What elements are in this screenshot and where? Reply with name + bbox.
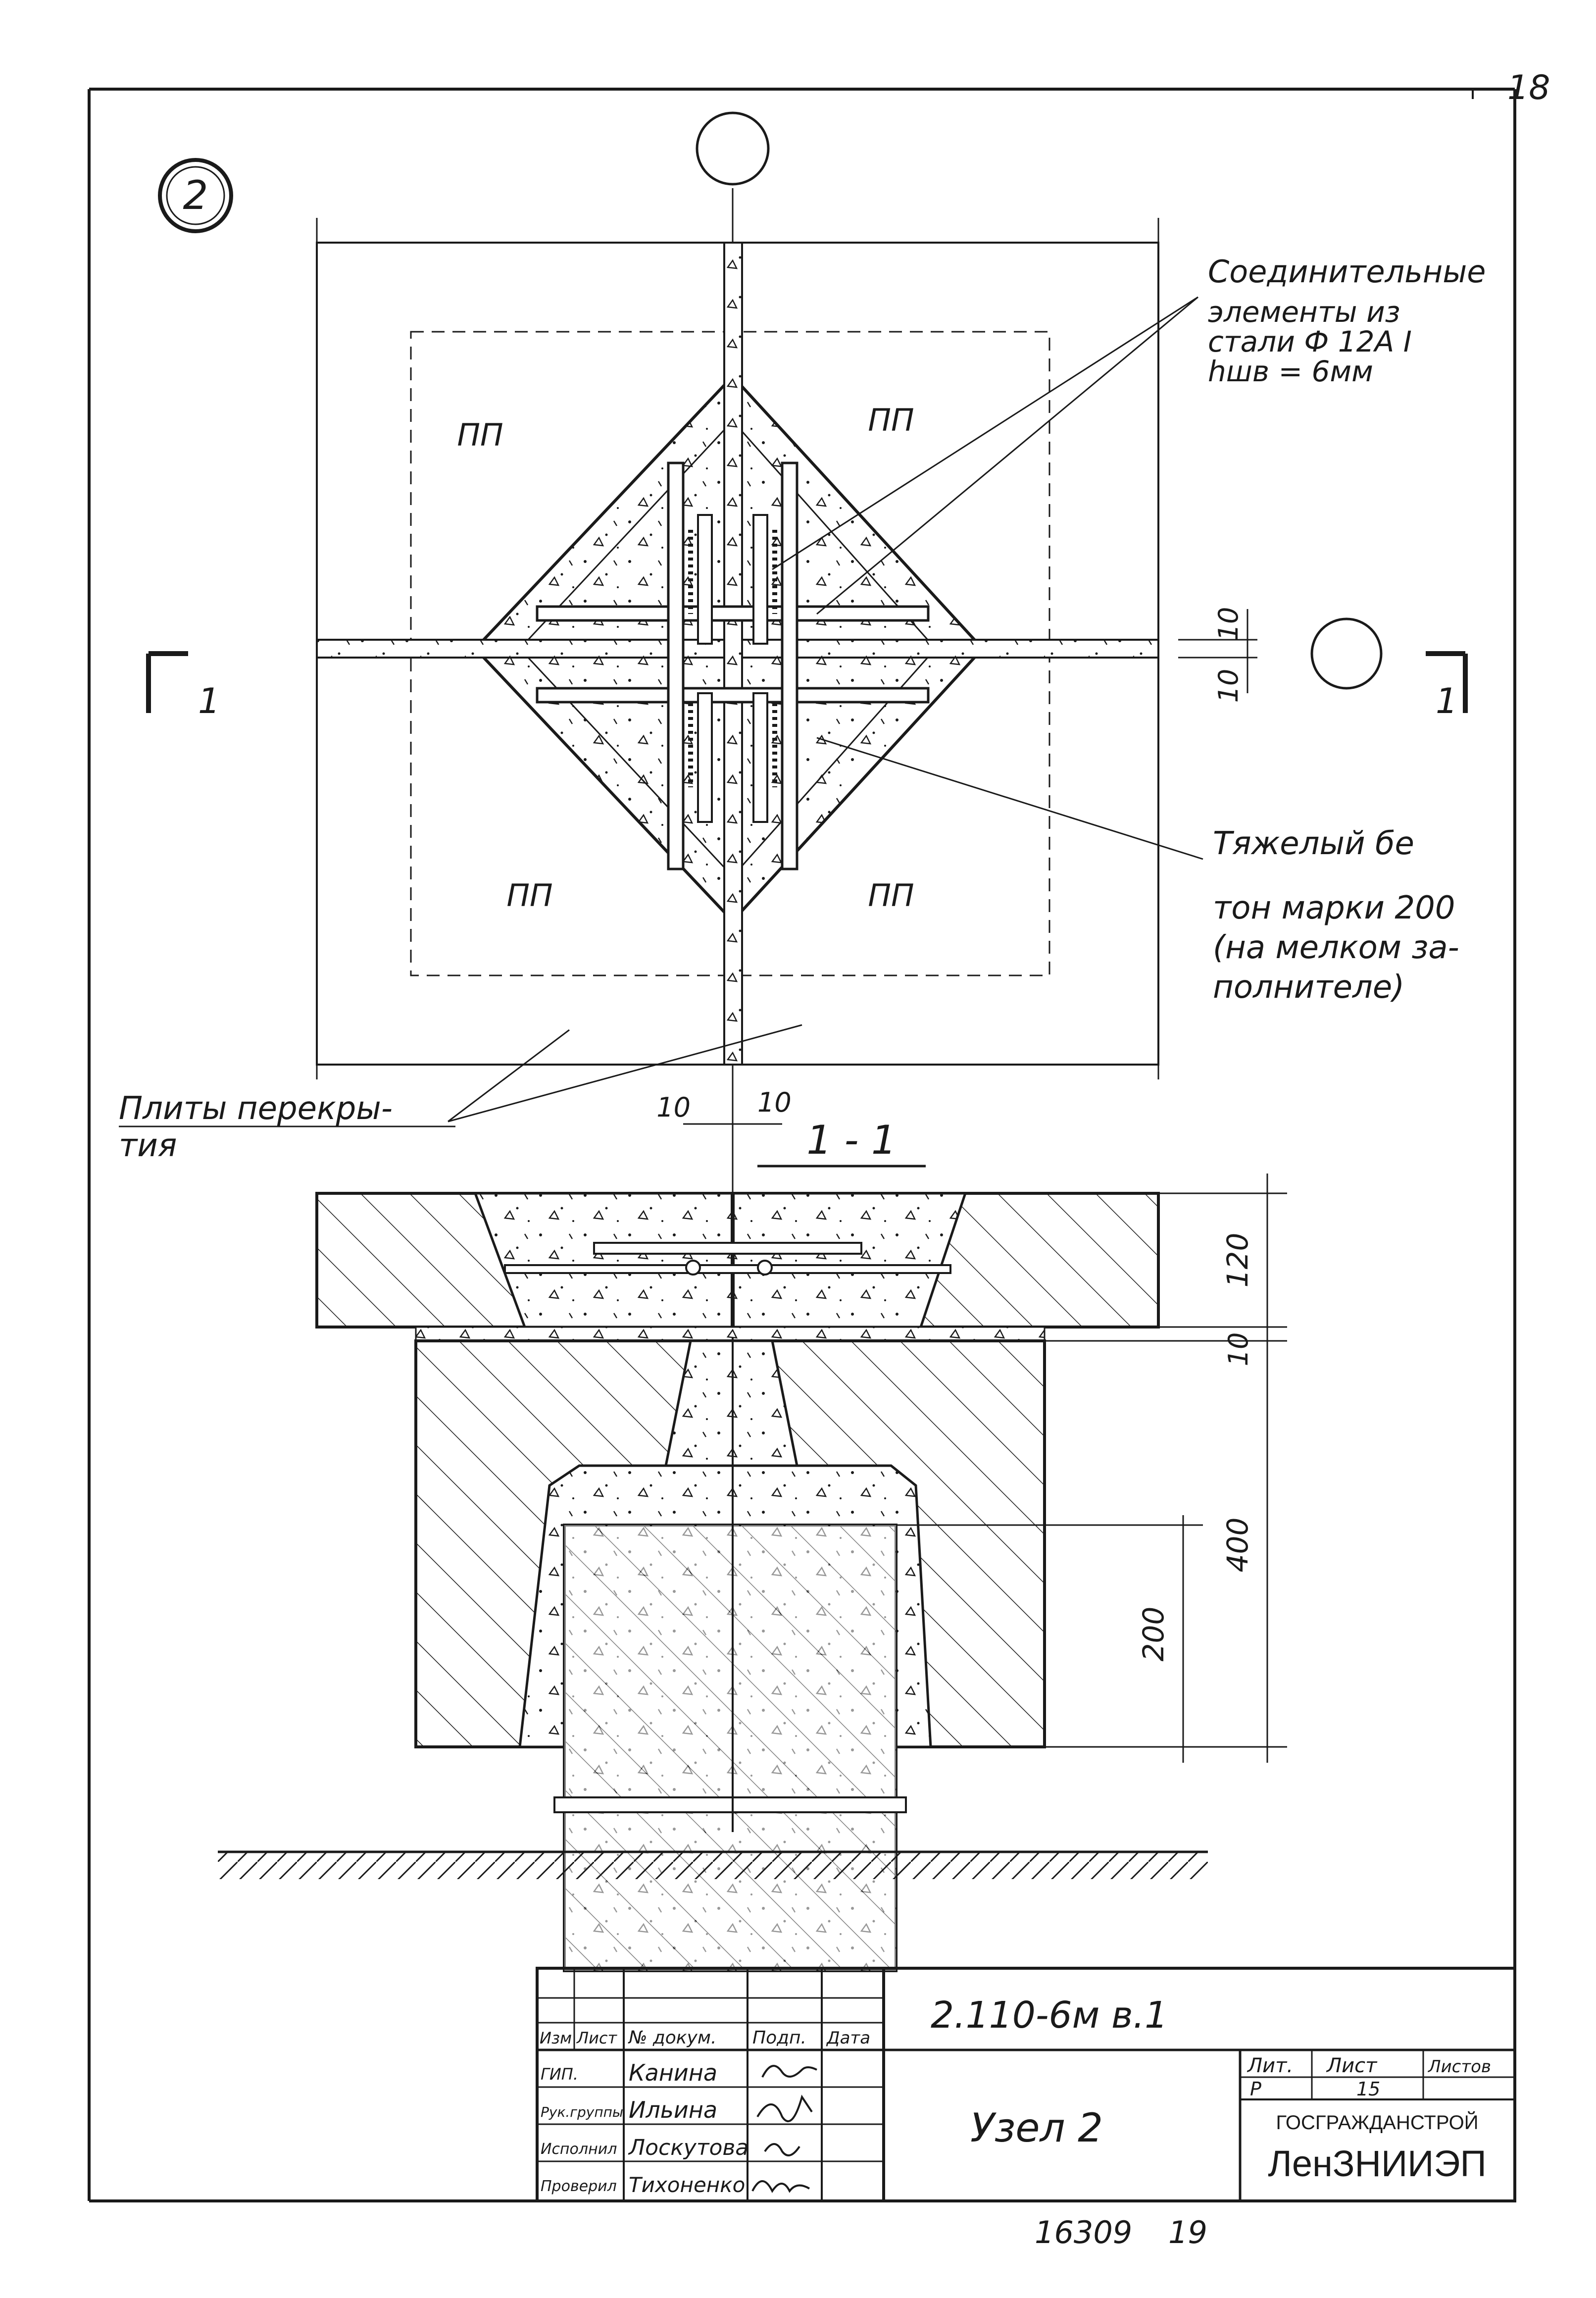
- plan-view: ПП ПП ПП ПП 1 1 10 10 10 10 Соеди: [119, 111, 1486, 1909]
- dim-gap: 10: [1223, 1332, 1254, 1367]
- doc-code: 2.110-6м в.1: [931, 1994, 1168, 2037]
- section-view: 1 - 1 120: [218, 1117, 1287, 1972]
- connector-bar-section: [504, 1264, 951, 1274]
- name-gip: Канина: [629, 2059, 717, 2086]
- dim-cap: 400: [1221, 1518, 1254, 1573]
- axis-bubble-right: [1310, 617, 1383, 690]
- role-group-lead: Рук.группы: [541, 2104, 623, 2120]
- concrete-label-line1: Тяжелый бе: [1213, 825, 1414, 862]
- svg-text:1: 1: [1436, 681, 1458, 721]
- joint-concrete-section: [473, 1192, 967, 1328]
- role-gip: ГИП.: [541, 2065, 578, 2084]
- slabs-label-line1: Плиты перекры-: [119, 1090, 393, 1127]
- page-number: 18: [1507, 68, 1550, 107]
- col-sheets: Листов: [1427, 2057, 1491, 2077]
- header-list: Лист: [576, 2029, 617, 2047]
- col-lit: Лит.: [1247, 2054, 1293, 2077]
- slabs-label-line2: тия: [119, 1127, 177, 1164]
- title-block: Изм Лист № докум. Подп. Дата ГИП. Рук.гр…: [536, 1967, 1516, 2202]
- connectors-label-line2: элементы из: [1208, 295, 1400, 329]
- section-title: 1 - 1: [806, 1117, 897, 1163]
- panel-label-top-left: ПП: [457, 417, 503, 453]
- dim-joint-left: 10: [656, 1092, 691, 1123]
- header-date: Дата: [826, 2028, 870, 2048]
- section-mark-right: 1: [1426, 651, 1468, 721]
- footer-number: 16309: [1035, 2214, 1132, 2250]
- org-bottom: ЛенЗНИИЭП: [1268, 2143, 1486, 2184]
- dim-side-upper: 10: [1213, 607, 1244, 641]
- dim-socket: 200: [1137, 1607, 1170, 1662]
- axis-bubble-top: [696, 111, 770, 186]
- section-mark-left: 1: [146, 651, 220, 721]
- dim-side-lower: 10: [1213, 669, 1244, 703]
- panel-label-bottom-left: ПП: [506, 877, 552, 914]
- footer-copy: 19: [1168, 2214, 1207, 2250]
- svg-text:1: 1: [198, 681, 220, 721]
- sheet-value: 15: [1356, 2078, 1380, 2100]
- role-checker: Проверил: [541, 2178, 617, 2195]
- signature-checker: [751, 2180, 810, 2193]
- connectors-label-line4: hшв = 6мм: [1208, 355, 1373, 388]
- org-top: ГОСГРАЖДАНСТРОЙ: [1276, 2111, 1478, 2134]
- ground-hatch: [218, 1852, 1208, 1879]
- header-doc: № докум.: [628, 2028, 716, 2048]
- concrete-label-line4: полнителе): [1213, 969, 1404, 1006]
- concrete-label-line3: (на мелком за-: [1213, 929, 1459, 966]
- name-group-lead: Ильина: [629, 2096, 717, 2123]
- node-marker: 2: [158, 158, 233, 233]
- sheet-title: Узел 2: [970, 2105, 1103, 2151]
- signature-executor: [764, 2143, 800, 2156]
- dim-slab: 120: [1221, 1233, 1254, 1288]
- connectors-label-line3: стали Ф 12А I: [1208, 325, 1412, 358]
- signature-gip: [761, 2065, 817, 2078]
- concrete-label-line2: тон марки 200: [1213, 890, 1455, 926]
- connectors-label-line1: Соединительные: [1208, 254, 1486, 290]
- connector-bars: [536, 461, 930, 870]
- lit-value: Р: [1250, 2078, 1261, 2100]
- panel-label-bottom-right: ПП: [868, 877, 914, 914]
- node-marker-label: 2: [183, 172, 208, 218]
- panel-label-top-right: ПП: [868, 402, 914, 438]
- header-sign: Подп.: [752, 2028, 806, 2048]
- column-break: [553, 1796, 907, 1813]
- vertical-joint: [723, 242, 743, 1066]
- dim-joint-right: 10: [757, 1087, 792, 1118]
- header-izm: Изм: [540, 2029, 572, 2047]
- section-dimensions: [896, 1174, 1287, 1763]
- role-executor: Исполнил: [541, 2141, 617, 2158]
- signature-group-lead: [756, 2094, 813, 2122]
- name-executor: Лоскутова: [628, 2135, 748, 2160]
- name-checker: Тихоненко: [629, 2173, 745, 2197]
- col-sheet: Лист: [1326, 2054, 1378, 2077]
